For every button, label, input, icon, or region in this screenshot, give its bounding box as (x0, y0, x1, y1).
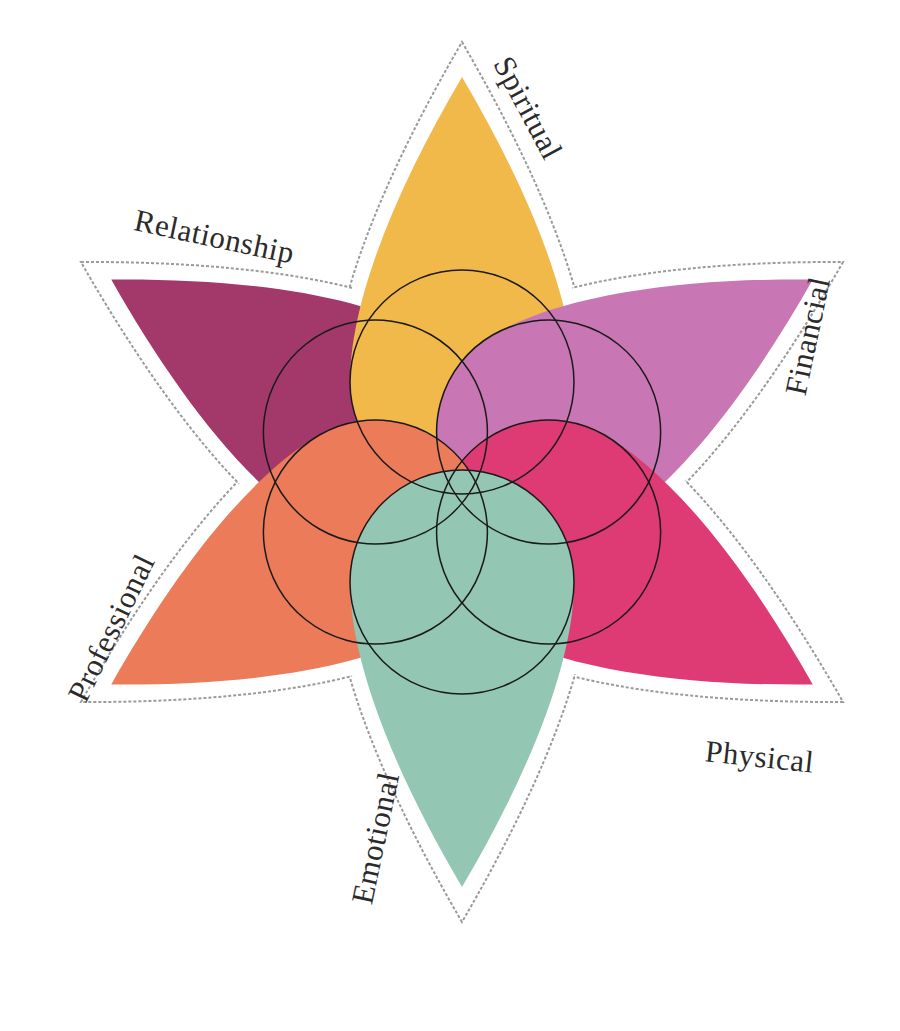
area-label: Relationship (131, 202, 298, 271)
area-label: Physical (704, 733, 816, 780)
area-label: Emotional (344, 769, 407, 907)
